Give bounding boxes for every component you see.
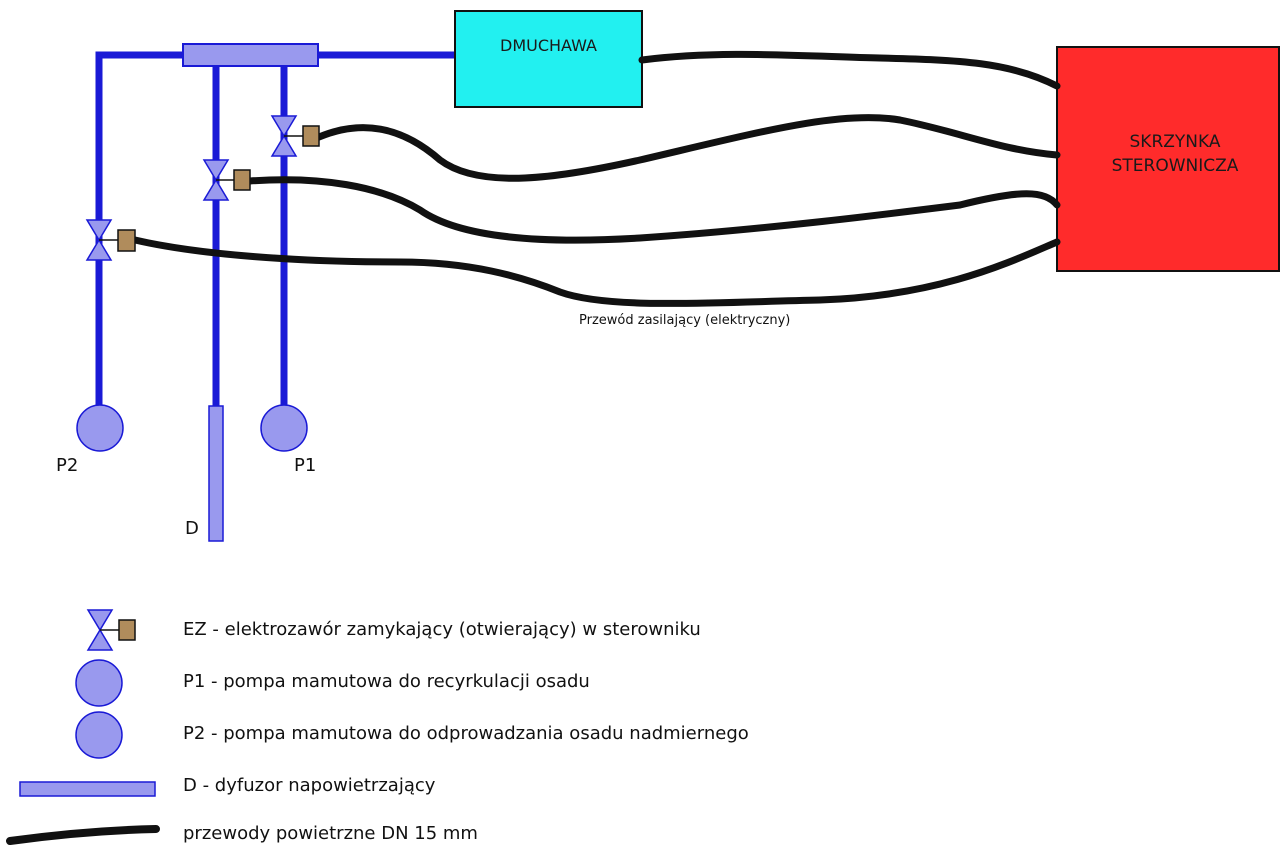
control-box-label-line1: SKRZYNKA [1129, 132, 1221, 152]
pipe-to-p2 [95, 51, 183, 408]
valve-body-icon [270, 115, 298, 138]
blower-box[interactable] [454, 10, 643, 108]
control-box-label-line2: STEROWNICZA [1111, 156, 1239, 176]
control-box-label: SKRZYNKA STEROWNICZA [1057, 125, 1280, 183]
pump-p2-icon[interactable] [76, 404, 124, 452]
valve-body-icon [202, 178, 230, 201]
cable-valve-p1 [315, 114, 1061, 182]
solenoid-valve-p2[interactable] [85, 219, 136, 261]
blower-label: DMUCHAWA [500, 35, 597, 55]
legend-pipe-symbol [6, 825, 160, 845]
legend-pipe-text: przewody powietrzne DN 15 mm [183, 823, 478, 844]
legend-diffuser-text: D - dyfuzor napowietrzający [183, 775, 436, 796]
pump-p2-label: P2 [56, 455, 79, 476]
pump-p1-label: P1 [294, 455, 317, 476]
legend-p1-text: P1 - pompa mamutowa do recyrkulacji osad… [183, 671, 590, 692]
solenoid-valve-diffuser[interactable] [202, 159, 251, 201]
valve-body-icon [270, 134, 298, 157]
valve-body-icon [202, 159, 230, 182]
air-pipes [95, 51, 455, 408]
valve-body-icon [85, 238, 113, 261]
diffuser-icon[interactable] [208, 405, 224, 542]
legend-diffuser-symbol [19, 781, 156, 797]
solenoid-valve-p1[interactable] [270, 115, 320, 157]
legend-p2-text: P2 - pompa mamutowa do odprowadzania osa… [183, 723, 749, 744]
legend-pump-p1-symbol [75, 659, 123, 707]
cable-valve-p2 [131, 236, 1061, 307]
valve-body-icon [85, 219, 113, 242]
actuator-icon [233, 169, 251, 191]
actuator-icon [117, 229, 136, 252]
legend-valve-symbol [86, 609, 136, 651]
control-box[interactable] [1056, 46, 1280, 272]
diffuser-label: D [185, 518, 199, 539]
legend-pump-p2-symbol [75, 711, 123, 759]
pump-p1-icon[interactable] [260, 404, 308, 452]
power-cables [131, 50, 1061, 307]
cable-valve-diffuser [246, 176, 1061, 244]
legend-valve-text: EZ - elektrozawór zamykający (otwierając… [183, 619, 701, 640]
cable-blower [638, 50, 1061, 90]
actuator-icon [302, 125, 320, 147]
power-cable-label: Przewód zasilający (elektryczny) [579, 313, 791, 328]
air-manifold [182, 43, 319, 67]
